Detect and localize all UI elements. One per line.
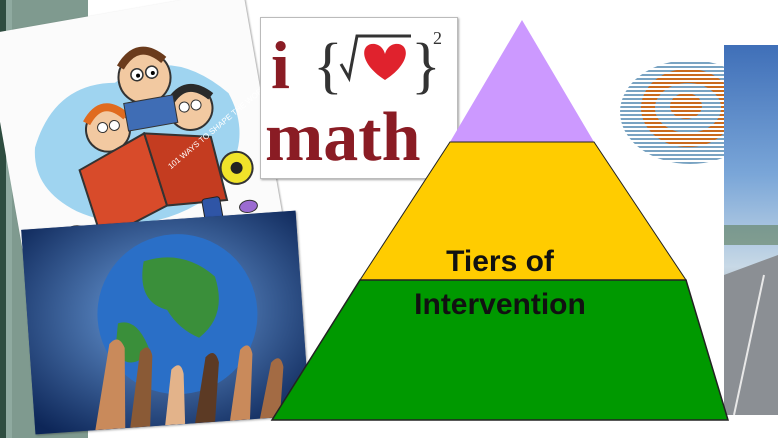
svg-text:{: {	[313, 32, 343, 100]
kids-reading-clipart: 101 WAYS TO SHAPE THE WORLD	[0, 0, 286, 277]
sidebar-inner-stripe	[6, 0, 12, 438]
pyramid-label-line1: Tiers of	[446, 245, 554, 278]
svg-text:}: }	[411, 32, 441, 100]
pyramid-tier-top	[450, 20, 594, 142]
math-text: math	[265, 99, 421, 176]
i-love-math-clipart: i { } 2 math	[260, 17, 458, 179]
exponent-text: 2	[433, 28, 442, 48]
ilove-i-text: i	[271, 27, 290, 103]
pyramid-label-line2: Intervention	[414, 288, 586, 321]
sidebar-edge	[0, 0, 6, 438]
tiers-pyramid: Tiers of Intervention	[270, 20, 730, 422]
road-photo	[724, 45, 778, 415]
globe-hands-photo	[21, 210, 310, 435]
pyramid-tier-bottom	[270, 279, 730, 421]
